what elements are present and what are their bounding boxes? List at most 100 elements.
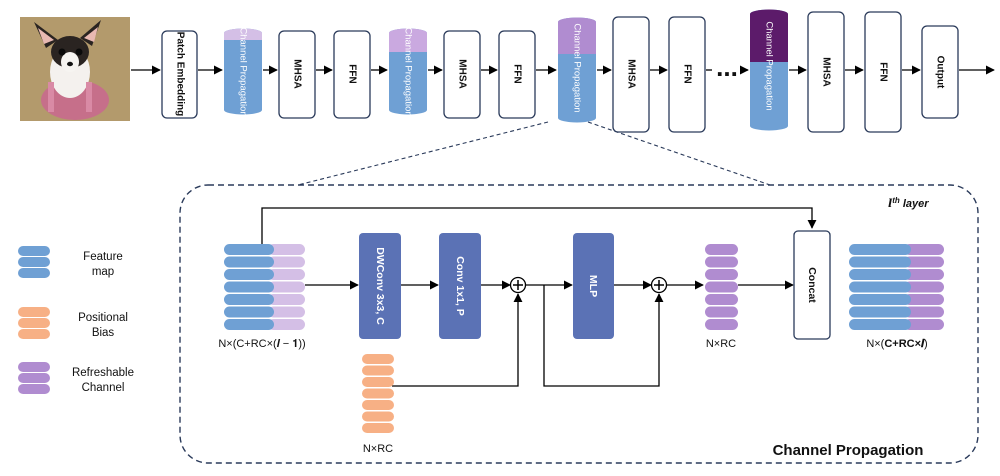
ffn-block-4: FFN [864, 11, 902, 133]
mhsa-label: MHSA [626, 59, 637, 88]
channel-propagation-label: Channel Propagation [238, 27, 249, 116]
channel-pill [849, 281, 911, 293]
channel-propagation-panel [179, 184, 979, 464]
channel-pill [904, 306, 944, 318]
dwconv-block: DWConv 3x3, C [359, 233, 401, 339]
ffn-block-1: FFN [333, 30, 371, 119]
channel-pill [18, 257, 50, 267]
channel-pill [224, 319, 274, 330]
output-dimension-label: N×(C+RC×𝒍) [866, 338, 927, 350]
ffn-block-2: FFN [498, 30, 536, 119]
add-node-1 [509, 276, 527, 294]
mlp-block: MLP [573, 233, 614, 339]
channel-pill [705, 281, 738, 293]
channel-pill [224, 306, 274, 318]
concat-block: Concat [793, 230, 831, 340]
channel-pill [268, 319, 305, 330]
layer-label: lth layer [888, 196, 929, 210]
add-node-2 [650, 276, 668, 294]
refreshable-channel-stack [705, 244, 738, 330]
channel-propagation-cylinder-2: Channel Propagation [389, 27, 427, 117]
channel-pill [18, 384, 50, 394]
channel-pill [224, 256, 274, 268]
channel-pill [849, 306, 911, 318]
input-dog-image [20, 17, 130, 121]
input-feature-stack [224, 244, 305, 330]
channel-pill [849, 319, 911, 330]
channel-pill [268, 294, 305, 305]
ffn-label: FFN [512, 64, 523, 83]
conv-block: Conv 1x1, P [439, 233, 481, 339]
channel-pill [849, 256, 911, 268]
output-label: Output [935, 56, 946, 89]
panel-title: Channel Propagation [773, 442, 924, 459]
bias-dimension-label: N×RC [363, 443, 393, 455]
channel-pill [268, 269, 305, 280]
channel-pill [904, 294, 944, 305]
input-dimension-label: N×(C+RC×(𝒍 − 𝟏)) [218, 338, 305, 350]
channel-pill [362, 411, 394, 422]
ellipsis: ... [716, 52, 738, 82]
channel-pill [904, 281, 944, 293]
patch-embedding-block: Patch Embedding [161, 30, 198, 119]
channel-pill [18, 373, 50, 383]
channel-pill [705, 269, 738, 280]
mhsa-block-3: MHSA [612, 16, 650, 133]
conv-label: Conv 1x1, P [454, 256, 466, 316]
channel-pill [362, 388, 394, 399]
channel-pill [224, 294, 274, 305]
channel-pill [705, 306, 738, 318]
skip-connection [261, 207, 817, 244]
channel-propagation-label: Channel Propagation [572, 23, 583, 112]
channel-pill [18, 329, 50, 339]
patch-embedding-label: Patch Embedding [175, 32, 186, 116]
channel-pill [224, 281, 274, 293]
channel-pill [268, 306, 305, 318]
channel-pill [904, 244, 944, 255]
channel-pill [705, 294, 738, 305]
main-flow-arrows [305, 280, 794, 387]
channel-pill [268, 281, 305, 293]
channel-pill [224, 269, 274, 280]
output-block: Output [921, 25, 959, 119]
channel-pill [904, 269, 944, 280]
mhsa-label: MHSA [292, 59, 303, 88]
channel-pill [224, 244, 274, 255]
channel-pill [362, 377, 394, 387]
channel-pill [268, 244, 305, 255]
ffn-label: FFN [878, 62, 889, 81]
ffn-block-3: FFN [668, 16, 706, 133]
mhsa-block-1: MHSA [278, 30, 316, 119]
ffn-label: FFN [347, 64, 358, 83]
channel-pill [18, 268, 50, 278]
zoom-lines [297, 121, 771, 186]
channel-propagation-label: Channel Propagation [764, 21, 775, 110]
channel-pill [18, 307, 50, 317]
channel-pill [362, 365, 394, 376]
output-feature-stack [849, 244, 944, 330]
channel-pill [705, 256, 738, 268]
channel-pill [705, 319, 738, 330]
mid-dimension-label: N×RC [706, 338, 736, 350]
mhsa-block-4: MHSA [807, 11, 845, 133]
channel-pill [362, 354, 394, 364]
channel-pill [904, 256, 944, 268]
channel-pill [705, 244, 738, 255]
channel-propagation-cylinder-4: Channel Propagation [750, 9, 788, 131]
concat-label: Concat [806, 267, 818, 303]
channel-propagation-cylinder-1: Channel Propagation [224, 27, 262, 117]
channel-pill [268, 256, 305, 268]
channel-pill [904, 319, 944, 330]
mhsa-label: MHSA [457, 59, 468, 88]
positional-bias-stack [362, 354, 394, 433]
channel-pill [849, 269, 911, 280]
channel-pill [849, 294, 911, 305]
channel-pill [18, 362, 50, 372]
mhsa-block-2: MHSA [443, 30, 481, 119]
